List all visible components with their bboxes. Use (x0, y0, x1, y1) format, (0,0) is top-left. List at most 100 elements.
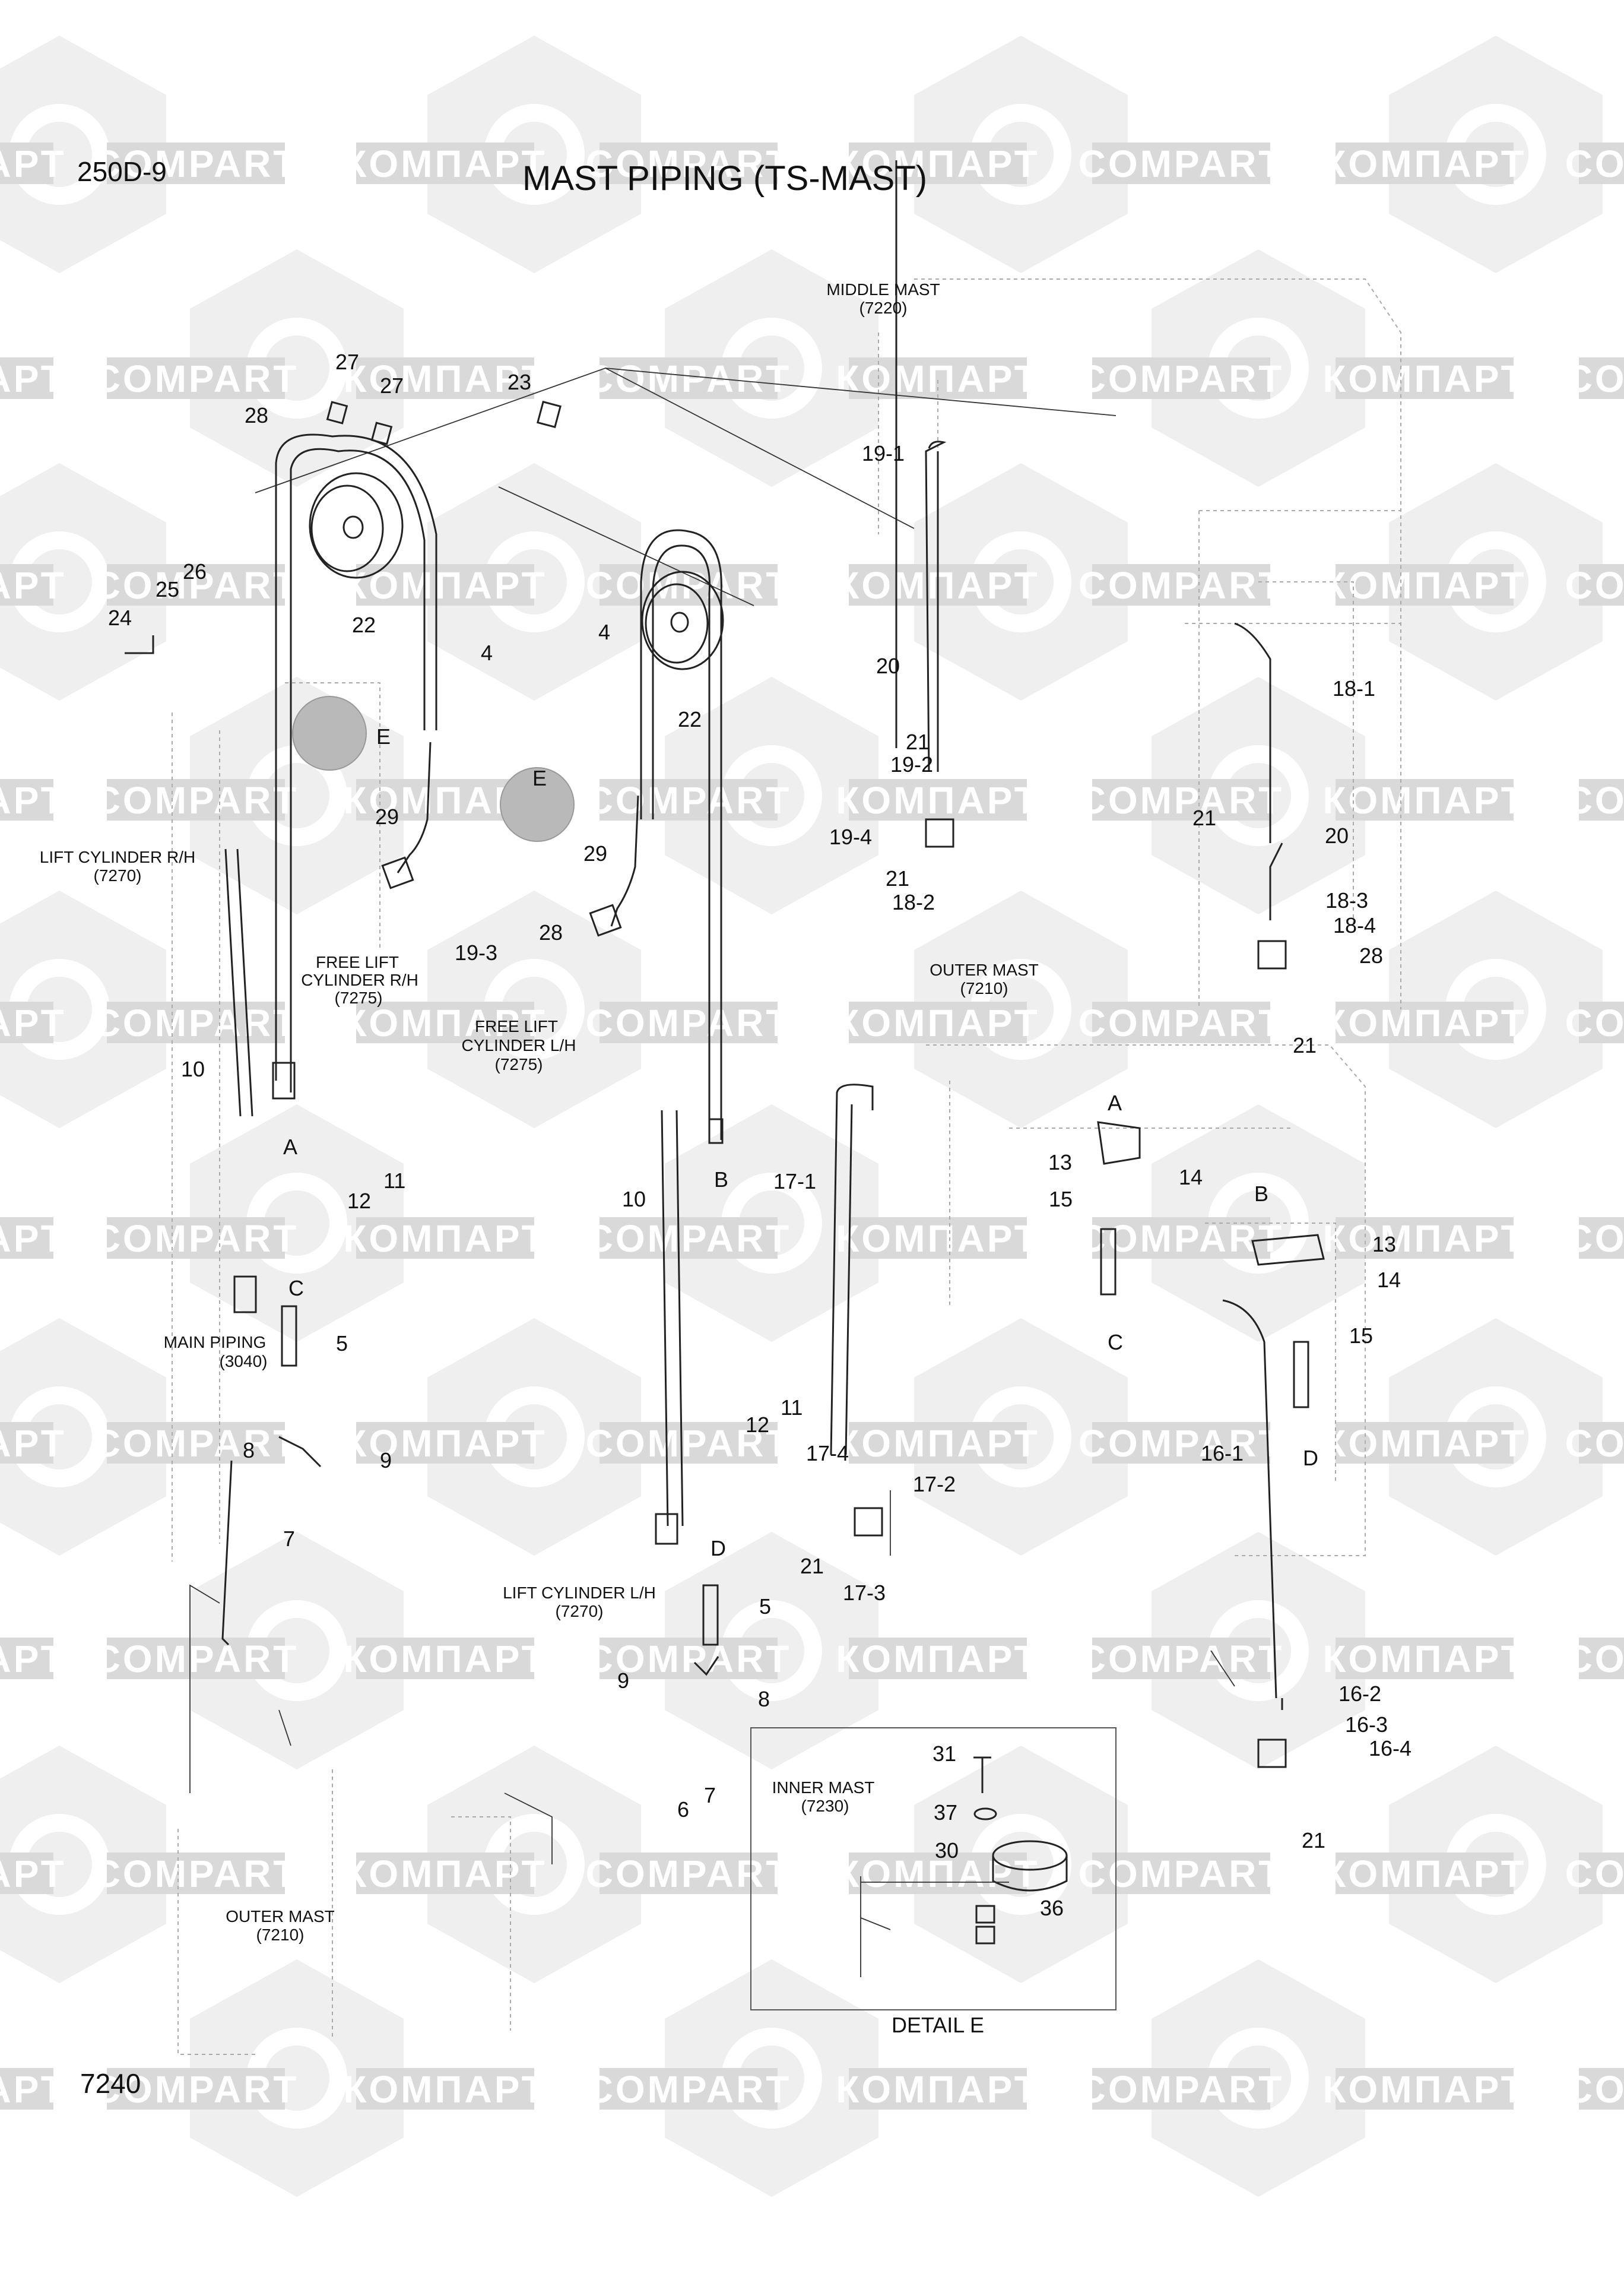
watermark-band (1092, 2068, 1270, 2110)
watermark-text: КОМПАРТ (836, 1852, 1039, 1895)
watermark-text: КОМПАРТ (343, 1422, 547, 1465)
callout-21: 21 (800, 1554, 824, 1578)
watermark-band (1092, 357, 1270, 399)
callout-8: 8 (243, 1438, 255, 1462)
watermark-text: КОМПАРТ (836, 779, 1039, 822)
watermark-band (600, 142, 778, 184)
watermark-band (0, 564, 53, 606)
watermark-band (600, 1852, 778, 1894)
caption-middle-mast-code: (7220) (859, 299, 908, 317)
watermark-band (356, 564, 534, 606)
watermark-band (356, 2068, 534, 2110)
hoses-and-tubes (224, 441, 1309, 1710)
watermark-text: КОМПАРТ (1322, 1852, 1526, 1895)
callout-7: 7 (704, 1783, 716, 1807)
watermark-band (0, 357, 53, 399)
watermark-text: COMPART (1079, 142, 1284, 185)
caption-inner-mast-code: (7230) (801, 1797, 849, 1815)
callout-21: 21 (1192, 806, 1216, 830)
watermark-band (1092, 1422, 1270, 1464)
watermark-band (600, 1422, 778, 1464)
watermark-text: КОМПАРТ (836, 357, 1039, 400)
callout-24: 24 (108, 606, 132, 630)
watermark-text: КОМПАРТ (343, 1217, 547, 1260)
callout-5: 5 (759, 1594, 771, 1619)
caption-main-piping: MAIN PIPING (164, 1333, 267, 1351)
callout-6: 6 (677, 1797, 689, 1822)
watermark-text: КОМПАРТ (1322, 564, 1526, 607)
callout-20: 20 (1325, 824, 1349, 848)
watermark-text: COMPART (586, 1638, 792, 1680)
watermark-text: КОМПАРТ (1322, 357, 1526, 400)
watermark-text: КОМПАРТ (343, 357, 547, 400)
callout-17-4: 17-4 (806, 1441, 849, 1465)
watermark-text: КОМПАРТ (343, 1638, 547, 1680)
watermark-band (356, 357, 534, 399)
callout-8: 8 (758, 1687, 770, 1711)
caption-free-lift-lh-code: (7275) (495, 1055, 543, 1074)
watermark-text: КОМПАРТ (1322, 142, 1526, 185)
caption-outer-mast-lower-code: (7210) (256, 1926, 304, 1944)
watermark-band (600, 1638, 778, 1679)
callout-13: 13 (1372, 1232, 1396, 1256)
watermark-text: COMPART (1565, 1638, 1624, 1680)
watermark-band (356, 1002, 534, 1043)
watermark-text: COMPART (1565, 1002, 1624, 1044)
watermark-text: COMPART (586, 1217, 792, 1260)
watermark-band (1336, 1002, 1514, 1043)
callout-17-1: 17-1 (773, 1169, 816, 1193)
watermark-text: КОМПАРТ (1322, 1002, 1526, 1044)
watermark-text: КОМПАРТ (0, 564, 66, 607)
callout-31: 31 (932, 1741, 956, 1766)
watermark-text: COMPART (586, 564, 792, 607)
watermark-band (1092, 779, 1270, 821)
callout-15: 15 (1349, 1323, 1373, 1348)
callout-17-3: 17-3 (843, 1581, 886, 1605)
callout-27: 27 (380, 373, 404, 398)
callout-B: B (1254, 1182, 1268, 1206)
watermark-text: COMPART (1565, 1422, 1624, 1465)
caption-lift-cylinder-rh-code: (7270) (94, 866, 142, 885)
callout-20: 20 (876, 654, 900, 678)
watermark-band (1092, 142, 1270, 184)
watermark-text: COMPART (1079, 357, 1284, 400)
caption-free-lift-lh-2: CYLINDER L/H (462, 1036, 576, 1054)
watermark-text: КОМПАРТ (343, 2068, 547, 2111)
page-code: 7240 (80, 2068, 141, 2099)
watermark-text: COMPART (1565, 142, 1624, 185)
watermark-text: COMPART (586, 1852, 792, 1895)
callout-16-3: 16-3 (1345, 1712, 1388, 1737)
watermark-band (1579, 1217, 1624, 1259)
watermark-band (0, 779, 53, 821)
callout-25: 25 (156, 577, 179, 601)
watermark-text: КОМПАРТ (836, 2068, 1039, 2111)
watermark-band (600, 2068, 778, 2110)
watermark-text: COMPART (586, 1422, 792, 1465)
watermark-text: COMPART (1565, 564, 1624, 607)
callout-12: 12 (746, 1413, 769, 1437)
watermark-band (107, 1217, 285, 1259)
detail-e-box (750, 1727, 1116, 2010)
watermark-text: КОМПАРТ (836, 1217, 1039, 1260)
callout-12: 12 (347, 1189, 371, 1213)
watermark-text: COMPART (586, 779, 792, 822)
watermark-text: COMPART (1079, 1852, 1284, 1895)
callout-9: 9 (380, 1448, 392, 1472)
watermark-band (356, 1217, 534, 1259)
watermark-band (107, 1852, 285, 1894)
callout-29: 29 (375, 805, 399, 829)
footer: DETAIL E 7240 (80, 2013, 984, 2099)
callout-D: D (710, 1536, 726, 1560)
watermark-band (1336, 779, 1514, 821)
callout-B: B (714, 1167, 728, 1192)
watermark-text: COMPART (586, 1002, 792, 1044)
watermark-text: КОМПАРТ (1322, 1217, 1526, 1260)
watermark-text: COMPART (93, 779, 299, 822)
watermark-text: COMPART (1079, 1422, 1284, 1465)
callout-29: 29 (583, 841, 607, 866)
callout-18-4: 18-4 (1333, 913, 1376, 938)
watermark-band (849, 1422, 1027, 1464)
callout-C: C (288, 1276, 304, 1300)
callout-19-2: 19-2 (890, 752, 933, 777)
callout-10: 10 (181, 1057, 205, 1081)
